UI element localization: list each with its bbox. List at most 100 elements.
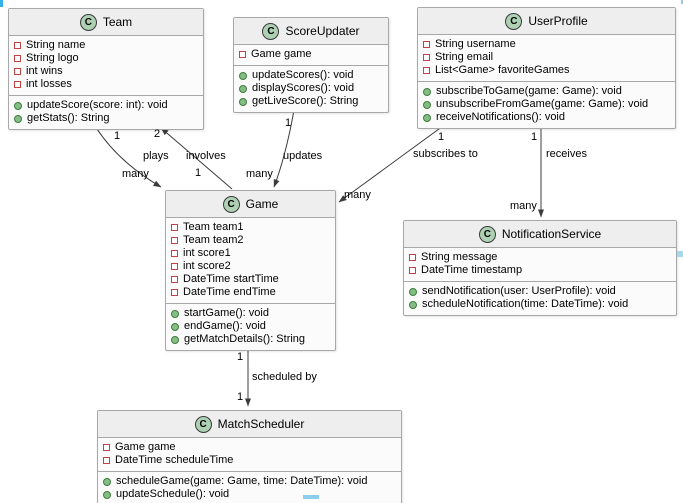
method-row: scheduleNotification(time: DateTime): vo…	[409, 298, 670, 311]
public-method-icon	[239, 84, 247, 93]
multiplicity-label: 1	[438, 131, 445, 143]
private-field-icon	[239, 51, 246, 58]
attribute-row: int score1	[171, 247, 329, 260]
multiplicity-label: 1	[285, 117, 292, 129]
class-name: MatchScheduler	[217, 417, 305, 431]
method-row: displayScores(): void	[239, 82, 382, 95]
private-field-icon	[14, 55, 21, 62]
methods-compartment: scheduleGame(game: Game, time: DateTime)…	[98, 471, 401, 503]
class-header: C NotificationService	[404, 221, 676, 248]
private-field-icon	[14, 42, 21, 49]
public-method-icon	[423, 113, 431, 122]
class-header: C Team	[9, 9, 203, 36]
class-header: C MatchScheduler	[98, 411, 401, 438]
attribute-row: Game game	[103, 441, 395, 454]
method-row: getStats(): String	[14, 112, 197, 125]
private-field-icon	[171, 224, 178, 231]
methods-compartment: subscribeToGame(game: Game): void unsubs…	[418, 81, 675, 128]
attribute-row: int wins	[14, 65, 197, 78]
private-field-icon	[14, 81, 21, 88]
multiplicity-label: many	[246, 168, 273, 180]
attributes-compartment: Game game DateTime scheduleTime	[98, 438, 401, 471]
methods-compartment: updateScore(score: int): void getStats()…	[9, 95, 203, 129]
private-field-icon	[423, 67, 430, 74]
public-method-icon	[239, 97, 247, 106]
attribute-row: int score2	[171, 260, 329, 273]
class-header: C UserProfile	[418, 8, 675, 35]
public-method-icon	[103, 477, 111, 486]
method-row: unsubscribeFromGame(game: Game): void	[423, 98, 669, 111]
class-icon: C	[505, 12, 523, 30]
class-icon: C	[222, 195, 240, 213]
class-name: UserProfile	[528, 14, 588, 28]
method-row: updateScore(score: int): void	[14, 99, 197, 112]
private-field-icon	[171, 263, 178, 270]
class-icon-letter: C	[483, 228, 491, 240]
class-node-scoreupdater[interactable]: C ScoreUpdater Game game updateScores():…	[233, 17, 389, 113]
multiplicity-label: 1	[237, 351, 244, 363]
method-row: updateScores(): void	[239, 69, 382, 82]
method-row: scheduleGame(game: Game, time: DateTime)…	[103, 475, 395, 488]
class-header: C ScoreUpdater	[234, 18, 388, 45]
multiplicity-label: 1	[114, 130, 121, 142]
public-method-icon	[409, 300, 417, 309]
attributes-compartment: String username String email List<Game> …	[418, 35, 675, 81]
public-method-icon	[171, 322, 179, 331]
multiplicity-label: 2	[154, 128, 161, 140]
class-node-game[interactable]: C Game Team team1 Team team2 int score1 …	[165, 190, 336, 351]
attribute-row: DateTime endTime	[171, 286, 329, 299]
public-method-icon	[171, 335, 179, 344]
attributes-compartment: String name String logo int wins int los…	[9, 36, 203, 95]
class-icon-letter: C	[510, 15, 518, 27]
private-field-icon	[103, 457, 110, 464]
multiplicity-label: many	[344, 189, 371, 201]
method-row: getLiveScore(): String	[239, 95, 382, 108]
public-method-icon	[423, 87, 431, 96]
horizontal-scrollbar-thumb[interactable]	[303, 495, 319, 499]
class-icon-letter: C	[84, 16, 92, 28]
top-right-artifact	[681, 0, 683, 4]
private-field-icon	[171, 289, 178, 296]
private-field-icon	[171, 237, 178, 244]
methods-compartment: updateScores(): void displayScores(): vo…	[234, 65, 388, 112]
attribute-row: DateTime timestamp	[409, 264, 670, 277]
class-node-team[interactable]: C Team String name String logo int wins …	[8, 8, 204, 130]
top-left-cursor-artifact	[0, 0, 3, 7]
class-icon-letter: C	[267, 25, 275, 37]
methods-compartment: sendNotification(user: UserProfile): voi…	[404, 281, 676, 315]
public-method-icon	[409, 287, 417, 296]
vertical-scrollbar-thumb[interactable]	[677, 251, 683, 257]
multiplicity-label: many	[510, 200, 537, 212]
class-name: NotificationService	[501, 227, 602, 241]
public-method-icon	[14, 101, 22, 110]
method-row: sendNotification(user: UserProfile): voi…	[409, 285, 670, 298]
attribute-row: DateTime scheduleTime	[103, 454, 395, 467]
class-icon-letter: C	[199, 418, 207, 430]
class-node-matchscheduler[interactable]: C MatchScheduler Game game DateTime sche…	[97, 410, 402, 503]
method-row: startGame(): void	[171, 307, 329, 320]
class-icon: C	[194, 415, 212, 433]
edge-label-subscribes-to: subscribes to	[413, 148, 478, 160]
public-method-icon	[423, 100, 431, 109]
method-row: updateSchedule(): void	[103, 488, 395, 501]
private-field-icon	[423, 54, 430, 61]
class-icon: C	[478, 225, 496, 243]
private-field-icon	[103, 444, 110, 451]
attribute-row: List<Game> favoriteGames	[423, 64, 669, 77]
attribute-row: String message	[409, 251, 670, 264]
public-method-icon	[239, 71, 247, 80]
multiplicity-label: 1	[237, 391, 244, 403]
method-row: receiveNotifications(): void	[423, 111, 669, 124]
class-name: Team	[102, 15, 133, 29]
public-method-icon	[171, 309, 179, 318]
method-row: subscribeToGame(game: Game): void	[423, 85, 669, 98]
public-method-icon	[103, 490, 111, 499]
class-node-userprofile[interactable]: C UserProfile String username String ema…	[417, 7, 676, 129]
class-icon: C	[79, 13, 97, 31]
private-field-icon	[423, 41, 430, 48]
class-node-notificationservice[interactable]: C NotificationService String message Dat…	[403, 220, 677, 316]
method-row: getMatchDetails(): String	[171, 333, 329, 346]
private-field-icon	[171, 250, 178, 257]
edge-label-receives: receives	[546, 148, 587, 160]
